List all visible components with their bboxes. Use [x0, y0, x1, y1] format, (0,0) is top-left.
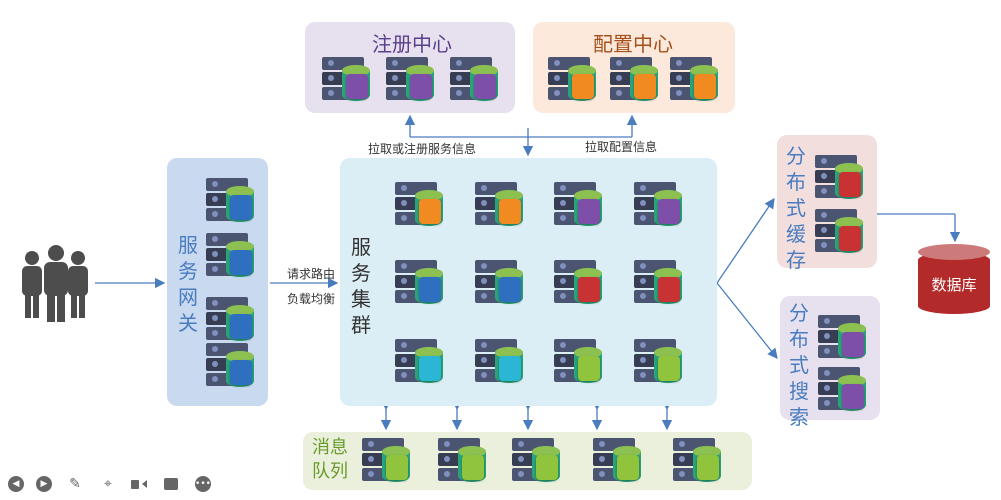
mq-server [512, 438, 562, 482]
screenshot-icon[interactable]: ⌖ [104, 476, 112, 492]
gateway-server [206, 343, 256, 387]
to-search-arrow [716, 282, 778, 360]
database-label: 数据库 [931, 276, 977, 294]
cluster-title: 服务集群 [351, 235, 371, 337]
mq-server [673, 438, 723, 482]
pull-config-label: 拉取配置信息 [585, 140, 658, 154]
pen-icon[interactable]: ✎ [69, 476, 81, 492]
next-icon[interactable]: ▶ [36, 476, 52, 492]
registry-server [386, 57, 436, 101]
cluster-server [475, 339, 525, 383]
more-icon[interactable]: ••• [195, 476, 211, 492]
users-icon [18, 244, 94, 326]
video-icon[interactable] [131, 476, 147, 492]
cluster-server [634, 182, 684, 226]
gateway-server [206, 178, 256, 222]
mq-server [438, 438, 488, 482]
gateway-title: 服务网关 [178, 233, 198, 335]
routing-label: 请求路由 [287, 267, 336, 281]
cluster-server [634, 260, 684, 304]
cluster-server [634, 339, 684, 383]
gateway-server [206, 233, 256, 277]
load-balance-label: 负载均衡 [287, 292, 336, 306]
cluster-server [395, 339, 445, 383]
search-server [818, 367, 868, 411]
registry-server [450, 57, 500, 101]
mq-server [593, 438, 643, 482]
cluster-server [554, 339, 604, 383]
cluster-server [554, 260, 604, 304]
registry-title: 注册中心 [372, 32, 452, 56]
cluster-server [554, 182, 604, 226]
to-cache-arrow [716, 197, 775, 284]
database: 数据库 [918, 244, 990, 316]
previous-icon[interactable]: ◀ [8, 476, 24, 492]
config-title: 配置中心 [593, 32, 673, 56]
cluster-server [475, 182, 525, 226]
mq-server [362, 438, 412, 482]
gateway-server [206, 297, 256, 341]
cluster-server [395, 182, 445, 226]
cache-title: 分布式缓存 [786, 144, 806, 272]
config-server [610, 57, 660, 101]
comment-icon[interactable] [163, 476, 179, 492]
cache-server [815, 155, 865, 199]
cluster-server [395, 260, 445, 304]
search-title: 分布式搜索 [789, 301, 809, 429]
pull-register-label: 拉取或注册服务信息 [368, 142, 477, 156]
mq-title: 消息队列 [312, 436, 356, 484]
registry-server [322, 57, 372, 101]
config-server [670, 57, 720, 101]
config-server [548, 57, 598, 101]
cluster-server [475, 260, 525, 304]
cache-server [815, 209, 865, 253]
search-server [818, 315, 868, 359]
mq-title-text: 消息队列 [312, 437, 348, 482]
